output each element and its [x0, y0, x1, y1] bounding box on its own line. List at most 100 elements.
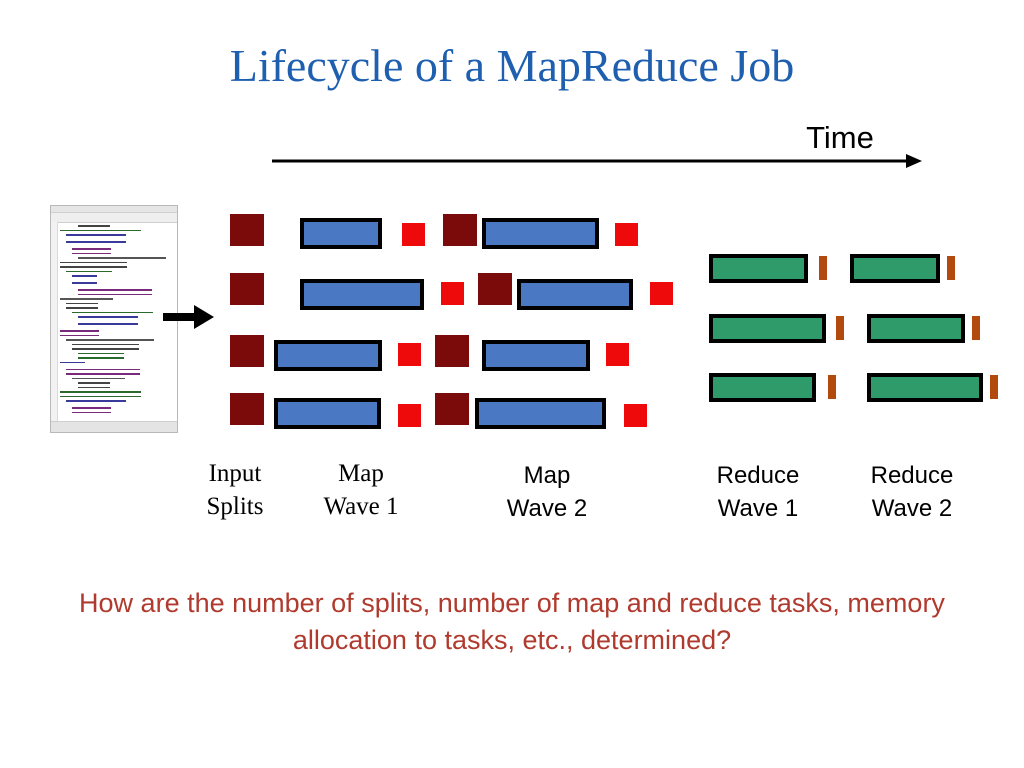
- code-line: [72, 282, 97, 284]
- code-line: [72, 311, 153, 314]
- code-line: [78, 352, 124, 355]
- code-line: [72, 348, 139, 350]
- code-line: [60, 229, 141, 232]
- map-wave-2-split-block: [478, 273, 512, 305]
- map-wave-1-group: [274, 218, 464, 429]
- input-split-block: [230, 214, 264, 246]
- label-map-wave-2: Map Wave 2: [490, 459, 604, 525]
- input-arrow-icon: [163, 305, 214, 329]
- code-line: [60, 298, 113, 300]
- code-menubar: [51, 206, 177, 213]
- map-task-bar: [300, 279, 424, 310]
- reduce-task-bar: [709, 314, 826, 343]
- label-reduce-wave-1: Reduce Wave 1: [698, 459, 818, 525]
- label-input-splits-line1: Input: [208, 460, 262, 487]
- slide-title: Lifecycle of a MapReduce Job: [229, 40, 795, 91]
- label-reduce-wave-2-line2: Wave 2: [871, 495, 953, 522]
- code-line: [66, 234, 126, 236]
- reduce-task-bar: [867, 373, 983, 402]
- code-statusbar: [51, 421, 177, 432]
- reduce-output-mark: [947, 256, 955, 280]
- map-output-block: [624, 404, 647, 427]
- map-task-bar: [274, 398, 381, 429]
- code-line: [78, 357, 124, 359]
- input-split-block: [230, 273, 264, 305]
- code-line: [66, 270, 112, 273]
- code-line: [72, 248, 111, 250]
- map-output-block: [398, 343, 421, 366]
- reduce-task-bar: [867, 314, 965, 343]
- code-line: [60, 334, 99, 337]
- map-output-block: [398, 404, 421, 427]
- map-task-bar: [517, 279, 633, 310]
- map-output-block: [606, 343, 629, 366]
- code-line: [60, 266, 127, 268]
- reduce-output-mark: [836, 316, 844, 340]
- map-output-block: [650, 282, 673, 305]
- map-wave-2-split-block: [435, 335, 469, 367]
- input-split-block: [230, 335, 264, 367]
- reduce-task-bar: [850, 254, 940, 283]
- code-line: [66, 302, 98, 305]
- code-line: [78, 323, 138, 325]
- map-task-bar: [482, 218, 599, 249]
- reduce-wave-2-group: [850, 254, 998, 402]
- map-task-bar: [274, 340, 382, 371]
- reduce-output-mark: [819, 256, 827, 280]
- map-wave-2-split-block: [435, 393, 469, 425]
- code-line: [72, 343, 139, 346]
- map-task-bar: [475, 398, 606, 429]
- code-window-thumbnail: [50, 205, 178, 433]
- code-gutter: [51, 222, 58, 422]
- reduce-output-mark: [828, 375, 836, 399]
- label-map-wave-1-line1: Map: [338, 460, 384, 487]
- reduce-output-mark: [990, 375, 998, 399]
- map-output-block: [441, 282, 464, 305]
- reduce-output-mark: [972, 316, 980, 340]
- code-line: [66, 339, 154, 341]
- code-line: [66, 241, 126, 243]
- label-map-wave-1-line2: Wave 1: [323, 493, 399, 520]
- code-line: [72, 411, 111, 414]
- code-line: [60, 261, 127, 264]
- map-wave-2-split-block: [443, 214, 477, 246]
- code-line: [66, 373, 140, 375]
- map-task-bar: [482, 340, 590, 371]
- code-line: [78, 293, 152, 296]
- input-split-block: [230, 393, 264, 425]
- code-line: [60, 361, 85, 364]
- time-axis-label: Time: [806, 120, 874, 155]
- code-line: [78, 257, 166, 259]
- label-input-splits-line2: Splits: [206, 493, 264, 520]
- label-reduce-wave-2: Reduce Wave 2: [852, 459, 972, 525]
- code-line: [78, 386, 110, 389]
- label-map-wave-1: Map Wave 1: [309, 457, 413, 523]
- reduce-task-bar: [709, 373, 816, 402]
- code-line: [60, 330, 99, 332]
- reduce-task-bar: [709, 254, 808, 283]
- code-line: [78, 382, 110, 384]
- label-map-wave-2-line1: Map: [523, 462, 571, 489]
- map-task-bar: [300, 218, 382, 249]
- map-wave-2-group: [435, 214, 673, 429]
- input-splits-group: [230, 214, 264, 425]
- label-reduce-wave-2-line1: Reduce: [870, 462, 954, 489]
- code-line: [66, 400, 126, 402]
- label-map-wave-2-line2: Wave 2: [506, 495, 588, 522]
- code-line: [60, 395, 141, 398]
- question-text: How are the number of splits, number of …: [79, 588, 945, 655]
- reduce-wave-1-group: [709, 254, 844, 402]
- code-line: [72, 275, 97, 277]
- code-line: [78, 289, 152, 291]
- code-toolbar: [51, 213, 177, 223]
- map-output-block: [402, 223, 425, 246]
- code-line: [60, 391, 141, 393]
- label-reduce-wave-1-line1: Reduce: [716, 462, 800, 489]
- code-line: [66, 368, 140, 371]
- label-reduce-wave-1-line2: Wave 1: [717, 495, 799, 522]
- code-line: [72, 377, 125, 380]
- label-input-splits: Input Splits: [190, 457, 280, 523]
- code-line: [72, 252, 111, 255]
- code-line: [66, 307, 98, 309]
